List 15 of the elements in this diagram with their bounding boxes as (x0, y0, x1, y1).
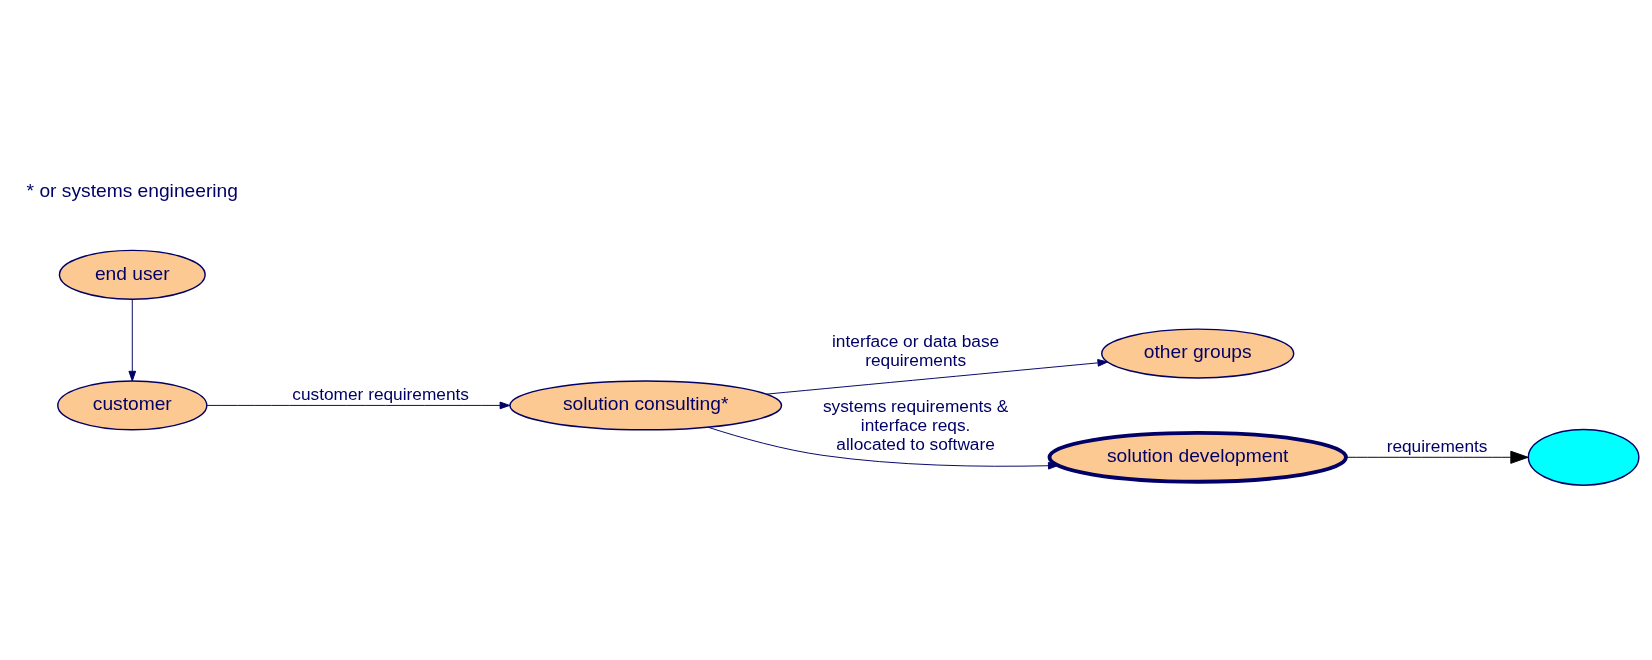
node-ellipse: other groups (1101, 328, 1295, 379)
node-ellipse: solution consulting* (509, 380, 783, 431)
arrow (206, 401, 511, 410)
edge-label: systems requirements & interface reqs. allocated to software (822, 395, 1009, 454)
arrow (765, 359, 1109, 395)
node-ellipse (1527, 428, 1640, 486)
node-ellipse: customer (57, 380, 208, 431)
arrow (707, 426, 1059, 470)
label: * or systems engineering (26, 179, 238, 201)
arrow (128, 298, 137, 382)
arrow (1345, 450, 1529, 464)
edge-label: requirements (1386, 435, 1488, 456)
edge-label: interface or data base requirements (832, 331, 1000, 371)
edge-label: customer requirements (292, 384, 469, 405)
node-ellipse: end user (58, 249, 206, 300)
